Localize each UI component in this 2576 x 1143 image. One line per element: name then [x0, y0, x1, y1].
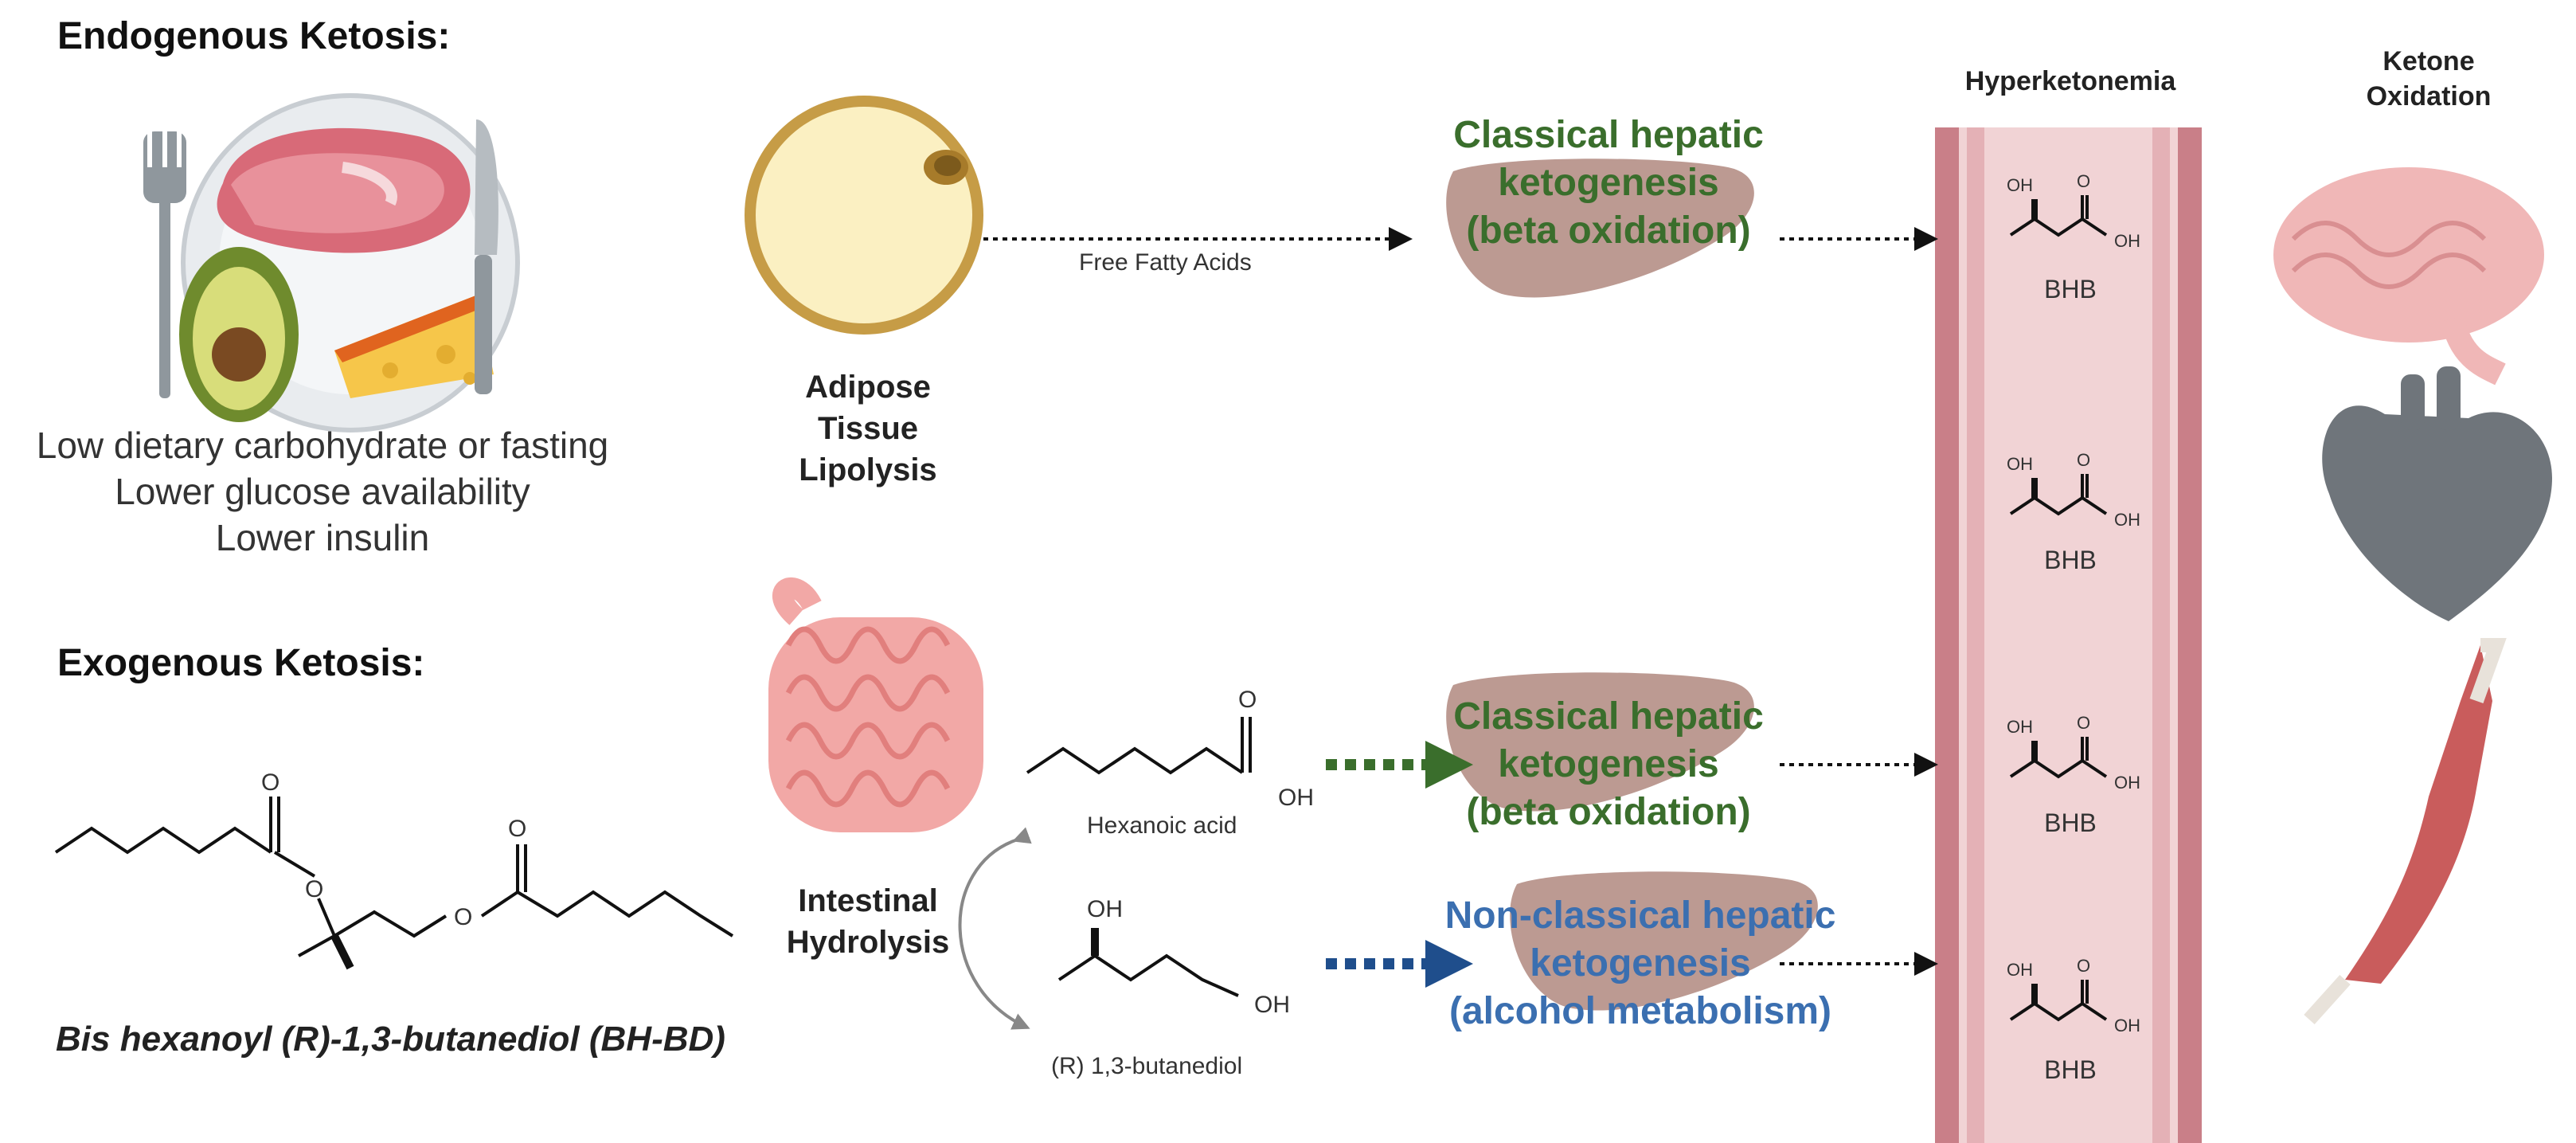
bhb-label-4: BHB [2044, 1055, 2097, 1084]
liver-classical-label-top: Classical hepatic ketogenesis (beta oxid… [1417, 112, 1800, 255]
endogenous-title: Endogenous Ketosis: [57, 15, 451, 57]
hexanoic-acid-structure [1026, 717, 1252, 775]
liver-icon [1446, 159, 1818, 1011]
liver-classical-line-1: Classical hepatic [1453, 114, 1764, 156]
bhb-oh-r-4: OH [2114, 1016, 2140, 1035]
ketone-oxidation-title: Ketone Oxidation [2325, 44, 2532, 114]
bhb-o-1: O [2077, 171, 2091, 191]
hexanoic-acid-oh: OH [1278, 785, 1314, 811]
oxidation-line-2: Oxidation [2366, 81, 2492, 112]
liver-classical-b-line-3: (beta oxidation) [1466, 791, 1751, 833]
endogenous-line-1: Low dietary carbohydrate or fasting [36, 425, 609, 466]
liver-nonclassical-label: Non-classical hepatic ketogenesis (alcoh… [1417, 892, 1863, 1035]
liver-nonclassical-line-2: ketogenesis [1530, 942, 1751, 984]
bhb-oh-3: OH [2007, 717, 2033, 737]
endogenous-line-2: Lower glucose availability [115, 471, 530, 512]
liver-nonclassical-line-3: (alcohol metabolism) [1448, 990, 1832, 1032]
bhb-label-1: BHB [2044, 275, 2097, 303]
bhb-o-3: O [2077, 713, 2091, 733]
butanediol-oh-end: OH [1254, 992, 1290, 1018]
liver-classical-line-3: (beta oxidation) [1466, 209, 1751, 252]
endogenous-descriptions: Low dietary carbohydrate or fasting Lowe… [4, 422, 641, 561]
intestine-line-1: Intestinal [798, 883, 938, 918]
brain-icon [2273, 167, 2544, 386]
intestine-line-2: Hydrolysis [786, 925, 950, 960]
heart-icon [2322, 366, 2552, 621]
bhb-o-2: O [2077, 450, 2091, 470]
bhb-oh-r-2: OH [2114, 510, 2140, 530]
food-plate-icon [179, 93, 520, 433]
adipose-label: Adipose Tissue Lipolysis [749, 366, 987, 491]
intestine-icon [768, 577, 983, 832]
muscle-icon [2304, 638, 2507, 1025]
hexanoic-acid-label: Hexanoic acid [1087, 812, 1237, 839]
bhbd-ester-o-2: O [305, 876, 324, 902]
bhbd-ester-o-3: O [508, 816, 527, 842]
liver-nonclassical-line-1: Non-classical hepatic [1444, 894, 1836, 937]
knife-icon [475, 119, 498, 394]
blood-vessel [1935, 127, 2202, 1143]
bhb-o-4: O [2077, 956, 2091, 976]
butanediol-oh-top: OH [1087, 896, 1123, 922]
liver-classical-label-bottom: Classical hepatic ketogenesis (beta oxid… [1417, 693, 1800, 836]
bhb-molecules [2009, 195, 2108, 1022]
adipose-line-1: Adipose [805, 370, 931, 405]
compound-name: Bis hexanoyl (R)-1,3-butanediol (BH-BD) [56, 1020, 725, 1059]
hyperketonemia-title: Hyperketonemia [1964, 66, 2176, 96]
endogenous-line-3: Lower insulin [215, 517, 430, 558]
bhbd-ester-o-1: O [261, 769, 280, 796]
bhb-label-3: BHB [2044, 808, 2097, 837]
liver-classical-b-line-2: ketogenesis [1498, 743, 1719, 785]
exogenous-title: Exogenous Ketosis: [57, 642, 425, 684]
hexanoic-acid-o: O [1238, 687, 1257, 713]
fork-icon [143, 131, 186, 398]
adipocyte-icon [745, 96, 983, 335]
adipose-line-3: Lipolysis [799, 452, 937, 487]
free-fatty-acids-label: Free Fatty Acids [1079, 249, 1252, 276]
bhbd-structure [54, 797, 734, 970]
butanediol-structure [1057, 928, 1239, 997]
liver-classical-b-line-1: Classical hepatic [1453, 695, 1764, 738]
butanediol-label: (R) 1,3-butanediol [1051, 1053, 1243, 1079]
intestine-label: Intestinal Hydrolysis [749, 880, 987, 963]
bhb-oh-2: OH [2007, 454, 2033, 474]
bhb-oh-1: OH [2007, 175, 2033, 195]
arrows [958, 227, 1938, 1030]
bhb-oh-r-1: OH [2114, 231, 2140, 251]
oxidation-line-1: Ketone [2383, 46, 2475, 76]
bhb-label-2: BHB [2044, 546, 2097, 574]
liver-classical-line-2: ketogenesis [1498, 162, 1719, 204]
bhbd-ester-o-4: O [454, 904, 473, 930]
adipose-line-2: Tissue [818, 411, 918, 446]
bhb-oh-4: OH [2007, 960, 2033, 980]
bhb-oh-r-3: OH [2114, 773, 2140, 793]
